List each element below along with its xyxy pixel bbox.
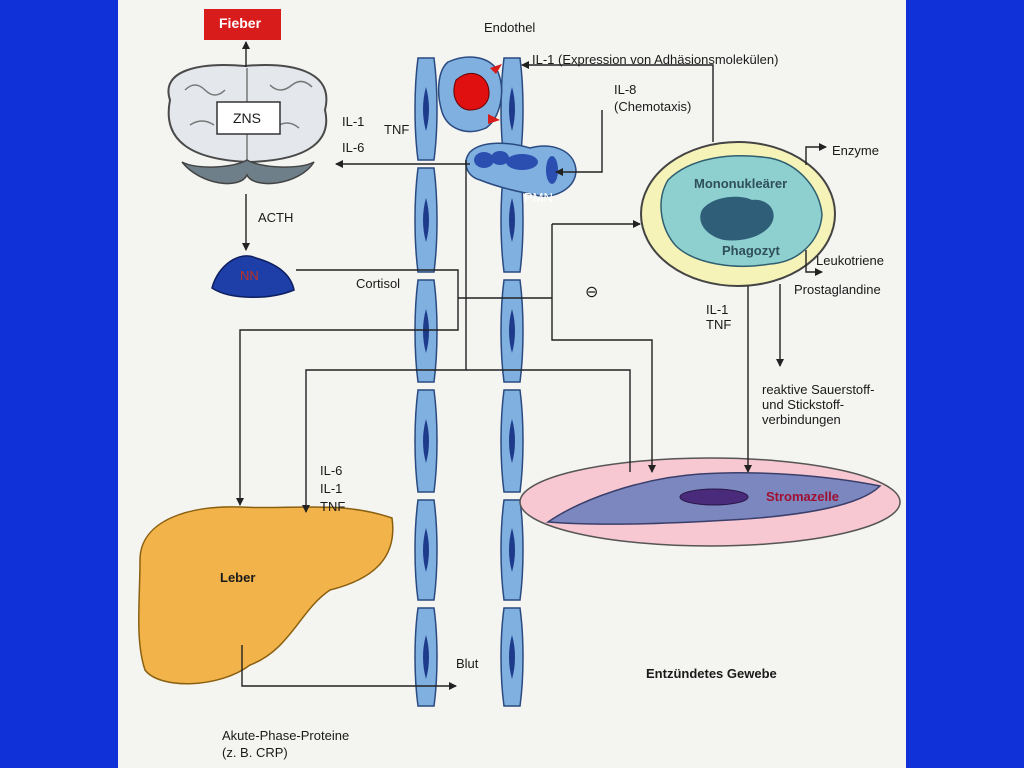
enzyme-label: Enzyme bbox=[832, 143, 879, 158]
vessel-right-nucleus bbox=[509, 528, 515, 572]
pmn-cell-icon bbox=[465, 142, 577, 197]
blut-label: Blut bbox=[456, 656, 479, 671]
endothelial-cell-icon bbox=[437, 56, 503, 133]
vessel-right-nucleus bbox=[509, 309, 515, 353]
vessel-right-nucleus bbox=[509, 635, 515, 679]
crp-label: (z. B. CRP) bbox=[222, 745, 288, 760]
adrenal-gland-icon bbox=[211, 255, 295, 298]
cortisol-label: Cortisol bbox=[356, 276, 401, 291]
vessel-left-nucleus bbox=[423, 528, 429, 572]
il1-expression-label: IL-1 (Expression von Adhäsionsmolekülen) bbox=[532, 52, 779, 67]
endothel-label: Endothel bbox=[484, 20, 536, 35]
phagozyt-label: Phagozyt bbox=[722, 243, 780, 258]
il-liver-label: IL-6 IL-1 TNF bbox=[320, 463, 346, 514]
vessel-left-nucleus bbox=[423, 198, 429, 242]
vessel-right-nucleus bbox=[509, 419, 515, 463]
blood-vessel-right bbox=[500, 57, 524, 707]
zns-label: ZNS bbox=[233, 110, 261, 126]
connector-lines bbox=[236, 41, 827, 690]
il1-tnf-phagocyte-label: IL-1 TNF bbox=[706, 302, 732, 332]
inhibition-label: ⊖ bbox=[585, 284, 599, 301]
vessel-left-nucleus bbox=[423, 87, 429, 131]
fieber-box bbox=[204, 9, 281, 40]
vessel-right-nucleus bbox=[509, 87, 515, 131]
leukotriene-label: Leukotriene bbox=[816, 253, 884, 268]
vessel-left-nucleus bbox=[423, 419, 429, 463]
leber-label: Leber bbox=[220, 570, 256, 585]
tnf-vessel-label: TNF bbox=[384, 122, 410, 137]
il1-brain-label: IL-1 bbox=[342, 114, 365, 129]
reactive-species-label: reaktive Sauerstoff- und Stickstoff- ver… bbox=[762, 382, 875, 427]
brain-icon bbox=[167, 64, 328, 185]
il6-brain-label: IL-6 bbox=[342, 140, 365, 155]
nn-label: NN bbox=[240, 268, 259, 283]
pmn-label: PMN bbox=[524, 190, 553, 205]
il8-label: IL-8 bbox=[614, 82, 637, 97]
blood-vessel-left bbox=[414, 57, 438, 707]
stroma-cell-icon bbox=[519, 457, 901, 547]
liver-icon bbox=[138, 506, 394, 685]
entzuendetes-gewebe-label: Entzündetes Gewebe bbox=[646, 666, 777, 681]
vessel-right-nucleus bbox=[509, 198, 515, 242]
phagocyte-icon bbox=[640, 141, 836, 287]
akute-phase-label: Akute-Phase-Proteine bbox=[222, 728, 350, 743]
acth-label: ACTH bbox=[258, 210, 294, 225]
chemotaxis-label: (Chemotaxis) bbox=[614, 99, 692, 114]
vessel-left-nucleus bbox=[423, 309, 429, 353]
mononuklearer-label: Mononukleärer bbox=[694, 176, 788, 191]
vessel-left-nucleus bbox=[423, 635, 429, 679]
stromazelle-label: Stromazelle bbox=[766, 489, 839, 504]
prostaglandine-label: Prostaglandine bbox=[794, 282, 881, 297]
fieber-label: Fieber bbox=[219, 15, 262, 31]
